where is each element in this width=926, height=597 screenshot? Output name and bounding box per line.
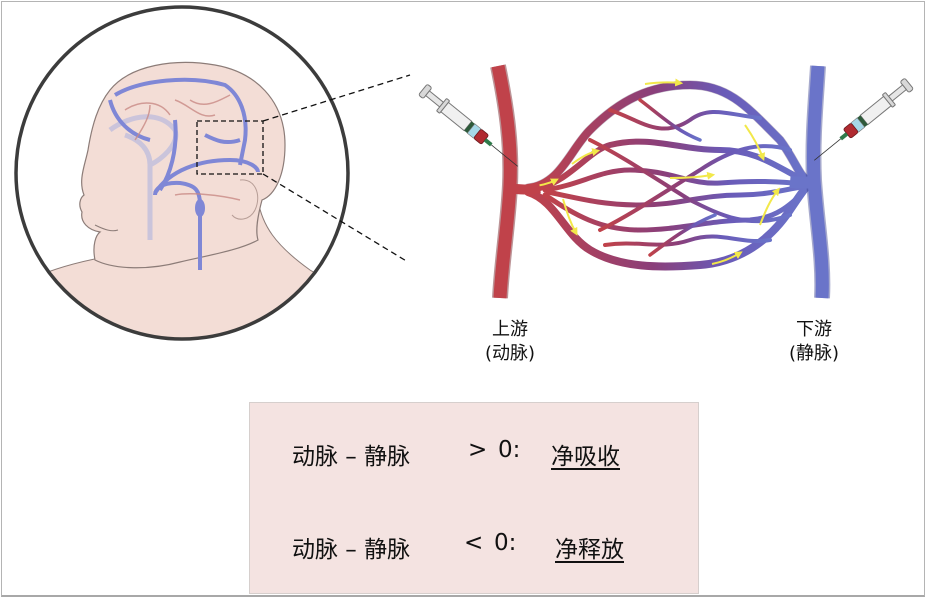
capillaries [524, 80, 812, 271]
artery-branch [509, 183, 541, 195]
head-inset [14, 5, 350, 341]
downstream-label: 下游 (静脉) [774, 318, 854, 366]
ear [231, 179, 259, 220]
legend-value: 0: [494, 530, 517, 556]
legend-expression: 动脉 – 静脉 [292, 537, 411, 563]
zoom-line-bottom [262, 173, 409, 263]
zoom-box [196, 120, 264, 175]
brain-veins [108, 77, 260, 270]
inset-circle-outline [14, 5, 350, 341]
legend-result: 净释放 [555, 537, 624, 563]
syringe-icon [418, 84, 518, 167]
jugular-bulb [195, 199, 205, 217]
upstream-subtitle: (动脉) [484, 343, 536, 364]
flow-arrow [744, 124, 766, 161]
mouth-line [94, 224, 119, 232]
vein-vessel [806, 65, 829, 299]
legend-operator: < [464, 530, 484, 556]
flow-arrow [571, 148, 601, 165]
zoom-line-top [262, 74, 411, 122]
upstream-label: 上游 (动脉) [470, 318, 550, 366]
syringe-icon [814, 78, 914, 161]
legend-value: 0: [498, 437, 521, 463]
legend-result: 净吸收 [551, 444, 620, 470]
flow-arrow [644, 78, 684, 87]
legend-box: 动脉 – 静脉 > 0: 净吸收 动脉 – 静脉 < 0: 净释放 [249, 402, 699, 594]
brain-arteries [124, 94, 241, 201]
flow-arrow [711, 251, 743, 265]
flow-arrow [669, 171, 716, 180]
flow-arrows [527, 78, 780, 265]
flow-arrow [562, 198, 578, 236]
legend-operator: > [468, 437, 488, 463]
vein-branch [789, 176, 815, 189]
downstream-title: 下游 [796, 319, 832, 340]
flow-arrow [759, 187, 780, 226]
downstream-subtitle: (静脉) [788, 343, 840, 364]
artery-vessel [491, 64, 517, 299]
capillary-network [523, 78, 813, 271]
legend-expression: 动脉 – 静脉 [292, 444, 411, 470]
upstream-title: 上游 [492, 319, 528, 340]
